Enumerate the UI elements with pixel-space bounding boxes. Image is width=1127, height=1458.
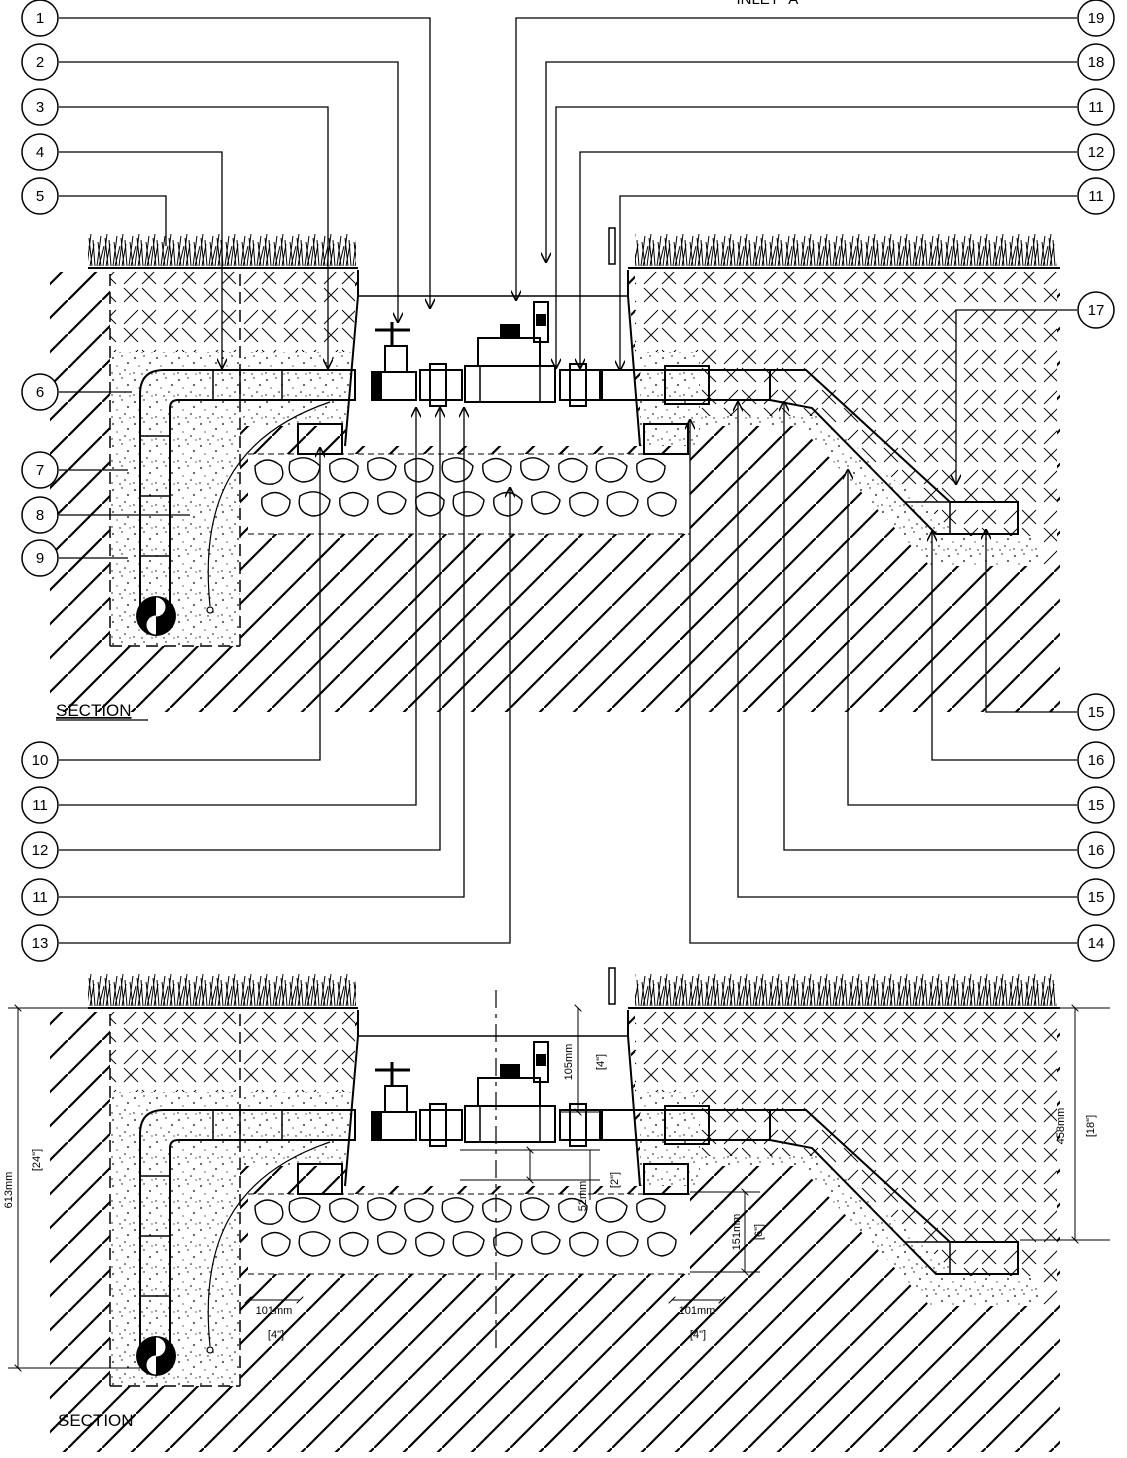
- callout-14: 14: [1077, 924, 1115, 962]
- section-top-right-callouts: 19 18 11 12 11 17 15 16 15 16 15 14: [1077, 0, 1115, 962]
- svg-text:12: 12: [32, 842, 49, 859]
- callout-6: 6: [21, 373, 59, 411]
- section-top-leaders: [59, 17, 1077, 944]
- section-top-caption: SECTION: [56, 701, 132, 720]
- dim-depth-mm: 613mm: [3, 1172, 15, 1209]
- callout-11a: 11: [21, 786, 59, 824]
- svg-text:5: 5: [36, 188, 44, 205]
- dim-box-in: [4"]: [595, 1054, 607, 1070]
- svg-text:16: 16: [1088, 842, 1105, 859]
- svg-text:11: 11: [1088, 188, 1104, 205]
- callout-15a: 15: [1077, 693, 1115, 731]
- dim-depth-in: [24"]: [31, 1149, 43, 1171]
- svg-text:3: 3: [36, 99, 44, 116]
- callout-4: 4: [21, 133, 59, 171]
- svg-text:10: 10: [32, 752, 49, 769]
- svg-text:14: 14: [1088, 935, 1105, 952]
- dim-right-mm: 101mm: [679, 1305, 716, 1317]
- svg-text:11: 11: [32, 797, 48, 814]
- dim-box-mm: 105mm: [563, 1044, 575, 1081]
- svg-text:18: 18: [1088, 54, 1105, 71]
- callout-3: 3: [21, 88, 59, 126]
- dim-gap-in: [2"]: [609, 1172, 621, 1188]
- svg-text:15: 15: [1088, 704, 1105, 721]
- callout-18: 18: [1077, 43, 1115, 81]
- svg-text:4: 4: [36, 144, 44, 161]
- dim-left-in: [4"]: [268, 1329, 284, 1341]
- callout-1: 1: [21, 0, 59, 37]
- svg-text:15: 15: [1088, 797, 1105, 814]
- dim-gap-mm: 52mm: [577, 1181, 589, 1212]
- section-top-left-callouts: 1 2 3 4 5 6 7 8 9 10 11 12 11 13: [21, 0, 59, 962]
- callout-11d: 11: [1077, 177, 1115, 215]
- callout-15b: 15: [1077, 786, 1115, 824]
- svg-text:8: 8: [36, 507, 44, 524]
- svg-text:16: 16: [1088, 752, 1105, 769]
- callout-17: 17: [1077, 291, 1115, 329]
- callout-13: 13: [21, 924, 59, 962]
- dim-outlet-in: [18"]: [1085, 1115, 1097, 1137]
- callout-7: 7: [21, 451, 59, 489]
- callout-12b: 12: [1077, 133, 1115, 171]
- svg-text:11: 11: [1088, 99, 1104, 116]
- inlet-label: INLET "A": [736, 0, 803, 8]
- callout-12a: 12: [21, 831, 59, 869]
- section-bottom-dimensions: 613mm [24"] 105mm [4"] 458mm [18"] 52mm …: [3, 990, 1110, 1368]
- section-bottom-drawing: [48, 966, 1062, 1454]
- callout-15c: 15: [1077, 878, 1115, 916]
- svg-text:12: 12: [1088, 144, 1105, 161]
- dim-left-mm: 101mm: [256, 1305, 293, 1317]
- svg-text:6: 6: [36, 384, 44, 401]
- callout-11b: 11: [21, 878, 59, 916]
- dim-gravel-in: [6"]: [753, 1224, 765, 1240]
- dim-gravel-mm: 151mm: [731, 1214, 743, 1251]
- callout-2: 2: [21, 43, 59, 81]
- svg-text:11: 11: [32, 889, 48, 906]
- callout-10: 10: [21, 741, 59, 779]
- svg-text:7: 7: [36, 462, 44, 479]
- svg-text:17: 17: [1088, 302, 1105, 319]
- section-top-drawing: [48, 226, 1062, 714]
- callout-5: 5: [21, 177, 59, 215]
- dim-right-in: [4"]: [690, 1329, 706, 1341]
- callout-19: 19: [1077, 0, 1115, 37]
- svg-text:1: 1: [36, 10, 44, 27]
- dim-outlet-mm: 458mm: [1055, 1108, 1067, 1145]
- callout-16a: 16: [1077, 741, 1115, 779]
- svg-text:9: 9: [36, 550, 44, 567]
- svg-text:2: 2: [36, 54, 44, 71]
- svg-text:15: 15: [1088, 889, 1105, 906]
- section-bottom-caption: SECTION: [58, 1411, 134, 1430]
- svg-text:19: 19: [1088, 10, 1105, 27]
- callout-9: 9: [21, 539, 59, 577]
- callout-16b: 16: [1077, 831, 1115, 869]
- svg-text:13: 13: [32, 935, 49, 952]
- callout-8: 8: [21, 496, 59, 534]
- callout-11c: 11: [1077, 88, 1115, 126]
